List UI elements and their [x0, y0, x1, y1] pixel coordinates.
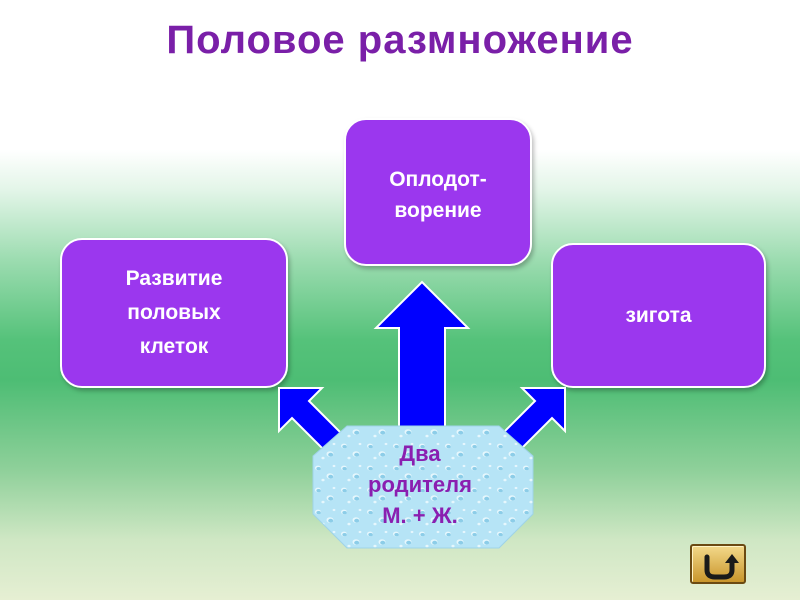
germ-cell-development-box: Развитие половых клеток: [60, 238, 288, 388]
two-parents-shape: [312, 425, 534, 549]
zygote-box: зигота: [551, 243, 766, 388]
fertilization-box: Оплодот- ворение: [344, 118, 532, 266]
two-parents-label: Два родителя М. + Ж.: [368, 441, 472, 528]
fertilization-label: Оплодот- ворение: [389, 168, 487, 222]
page-title: Половое размножение: [166, 18, 634, 62]
arrow-up: [373, 280, 471, 431]
zygote-label: зигота: [625, 304, 692, 327]
return-arrow-icon: [704, 554, 739, 580]
germ-cell-development-label: Развитие половых клеток: [125, 267, 223, 358]
back-button[interactable]: [690, 544, 746, 584]
